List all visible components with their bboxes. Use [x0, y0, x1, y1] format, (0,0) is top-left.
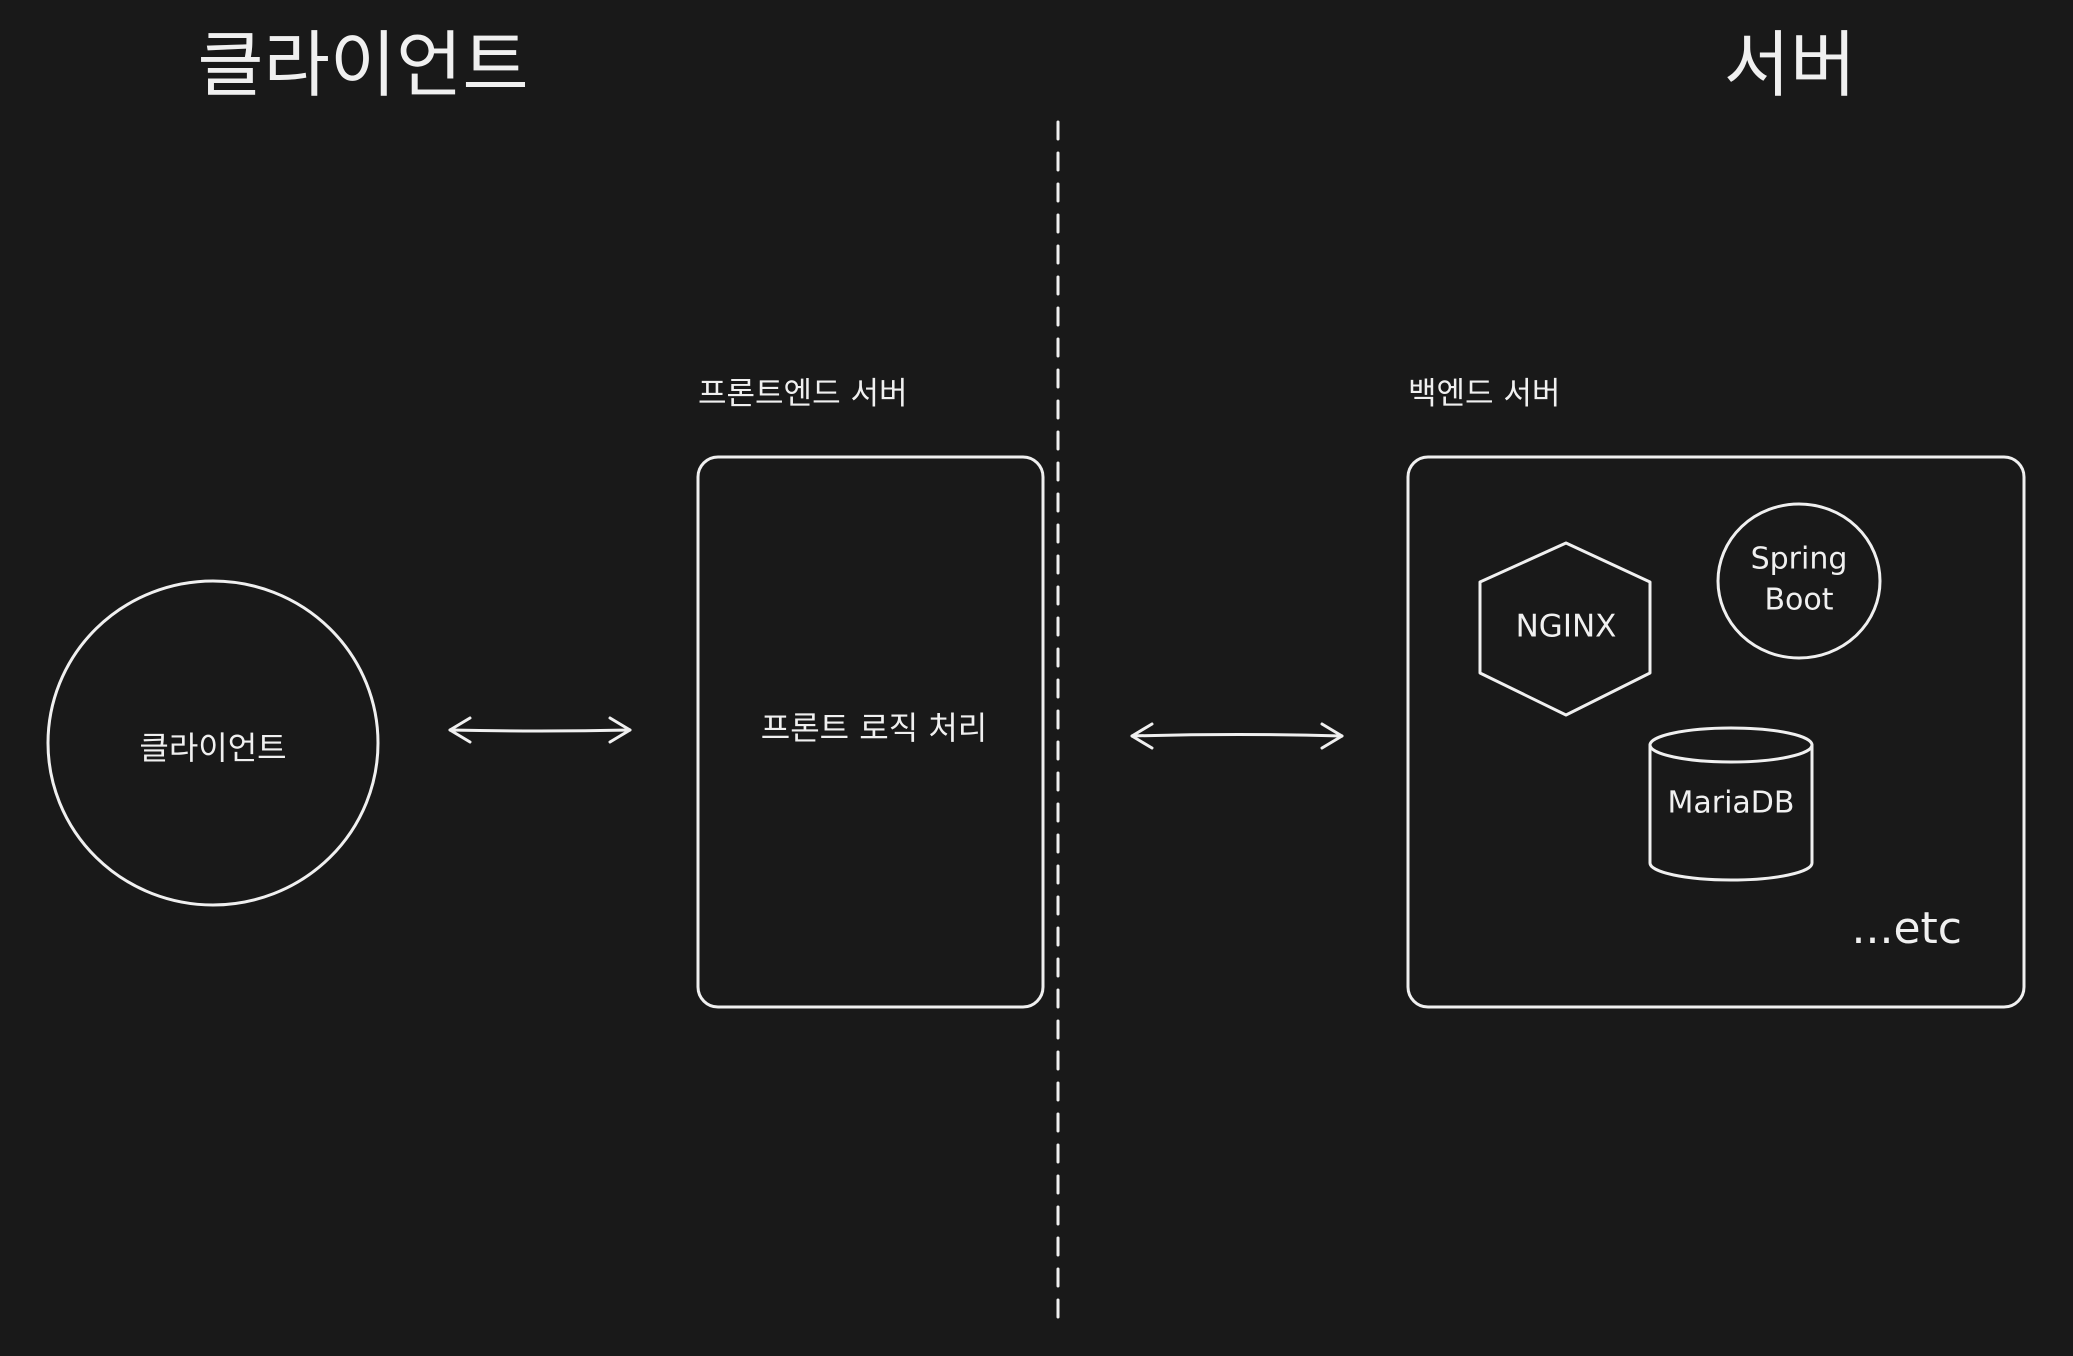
frontend-server-box [696, 455, 1045, 1009]
client-node-label: 클라이언트 [139, 729, 286, 767]
spring-boot-label-line1: Spring [1751, 542, 1848, 577]
client-node [46, 579, 380, 907]
client-frontend-arrow [448, 716, 632, 744]
nginx-label: NGINX [1516, 609, 1617, 645]
spring-boot-node [1716, 502, 1882, 660]
frontend-logic-label: 프론트 로직 처리 [761, 709, 987, 747]
frontend-backend-arrow [1130, 722, 1344, 750]
nginx-node [1478, 541, 1652, 717]
backend-server-label: 백엔드 서버 [1408, 376, 1560, 412]
mariadb-node [1648, 726, 1814, 882]
etc-label: ...etc [1852, 903, 1962, 954]
backend-server-box [1406, 455, 2026, 1009]
frontend-server-label: 프론트엔드 서버 [698, 376, 908, 412]
client-heading: 클라이언트 [197, 23, 528, 107]
mariadb-label: MariaDB [1667, 786, 1794, 821]
server-heading: 서버 [1724, 23, 1856, 107]
spring-boot-label-line2: Boot [1764, 583, 1833, 618]
